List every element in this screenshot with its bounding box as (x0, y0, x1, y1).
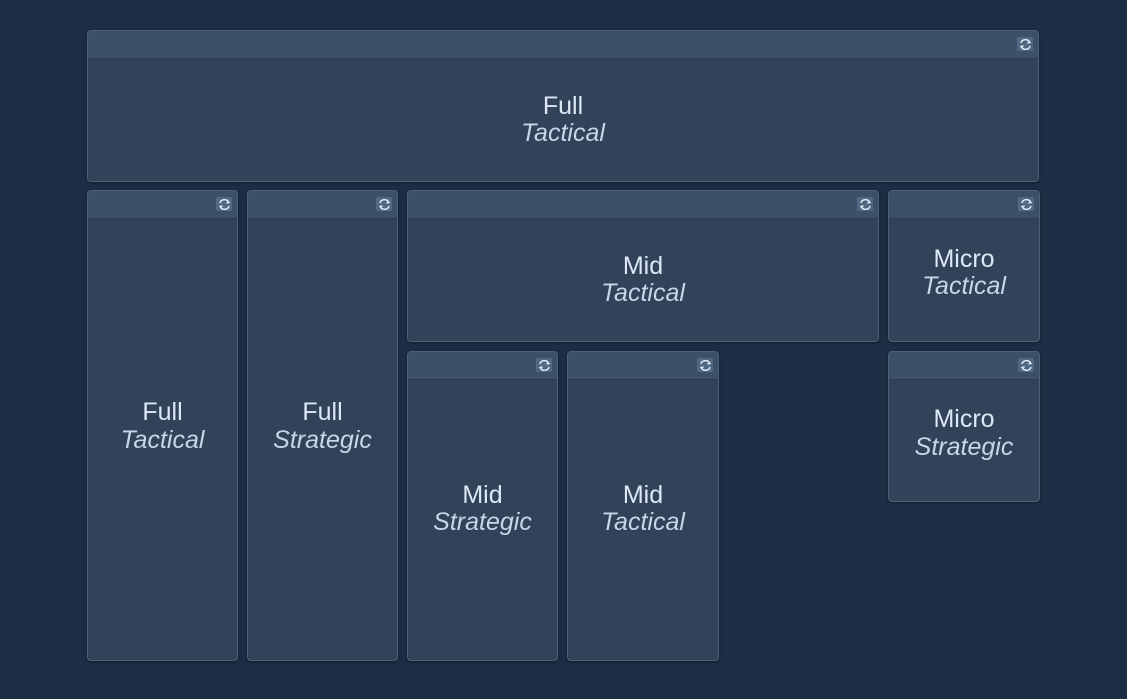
panel-size-label: Mid (622, 480, 664, 509)
panel-full-tactical-tall: Full Tactical (87, 190, 238, 661)
panel-mode-label: Tactical (922, 272, 1006, 300)
panel-header (889, 352, 1039, 380)
swap-arrows-icon[interactable] (1018, 358, 1034, 372)
swap-arrows-icon[interactable] (1018, 197, 1034, 211)
panel-body: Full Strategic (248, 219, 397, 660)
panel-header (568, 352, 718, 380)
panel-mode-label: Tactical (601, 279, 685, 307)
panel-header (248, 191, 397, 219)
panel-mode-label: Tactical (601, 508, 685, 536)
panel-full-tactical-wide: Full Tactical (87, 30, 1039, 182)
panel-size-label: Mid (462, 480, 503, 509)
panel-body: Micro Strategic (889, 380, 1039, 501)
panel-mid-strategic: Mid Strategic (407, 351, 558, 661)
swap-arrows-icon[interactable] (1017, 37, 1033, 51)
panel-size-label: Full (542, 91, 584, 120)
panel-body: Full Tactical (88, 219, 237, 660)
panel-body: Mid Strategic (408, 380, 557, 660)
panel-size-label: Full (302, 398, 343, 426)
panel-mid-tactical-wide: Mid Tactical (407, 190, 879, 342)
panel-mode-label: Tactical (120, 425, 205, 454)
panel-body: Micro Tactical (889, 219, 1039, 341)
panel-micro-tactical: Micro Tactical (888, 190, 1040, 342)
panel-header (408, 352, 557, 380)
panel-header (889, 191, 1039, 219)
swap-arrows-icon[interactable] (216, 197, 232, 211)
swap-arrows-icon[interactable] (536, 358, 552, 372)
panel-mid-tactical-narrow: Mid Tactical (567, 351, 719, 661)
swap-arrows-icon[interactable] (697, 358, 713, 372)
swap-arrows-icon[interactable] (857, 197, 873, 211)
panel-full-strategic: Full Strategic (247, 190, 398, 661)
panel-header (88, 191, 237, 219)
panel-body: Mid Tactical (408, 219, 878, 341)
panel-mode-label: Tactical (521, 119, 605, 147)
panel-size-label: Full (142, 398, 183, 426)
panel-body: Full Tactical (88, 59, 1038, 181)
panel-header (408, 191, 878, 219)
panel-micro-strategic: Micro Strategic (888, 351, 1040, 502)
panel-size-label: Mid (622, 251, 664, 280)
panel-body: Mid Tactical (568, 380, 718, 660)
panel-size-label: Micro (933, 405, 995, 433)
swap-arrows-icon[interactable] (376, 197, 392, 211)
panel-mode-label: Strategic (914, 432, 1014, 461)
panel-header (88, 31, 1038, 59)
panel-mode-label: Strategic (273, 425, 372, 454)
panel-mode-label: Strategic (433, 508, 532, 536)
panel-size-label: Micro (933, 244, 995, 273)
